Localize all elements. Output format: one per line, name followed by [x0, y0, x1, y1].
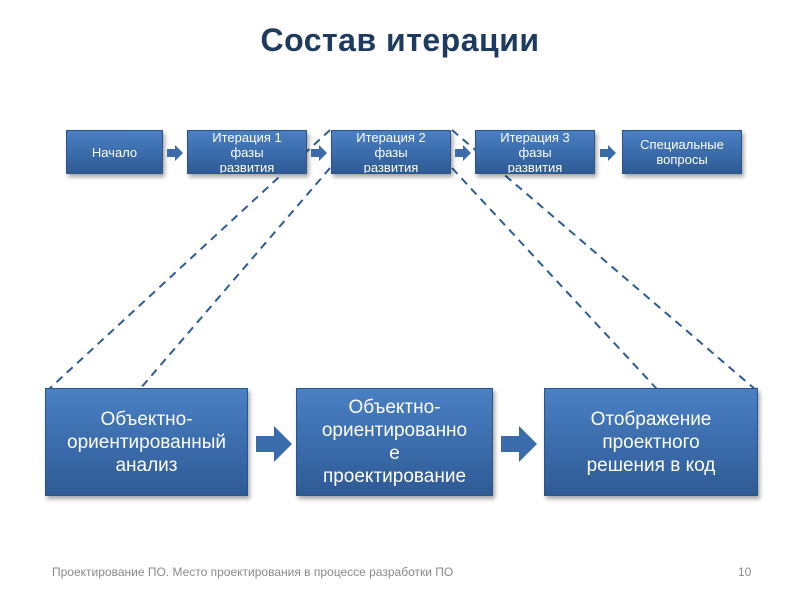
process-box-start-label: Начало [91, 144, 138, 160]
stage-box-oo-analysis[interactable]: Объектно- ориентированный анализ [45, 388, 248, 496]
arrow-right-icon [311, 145, 327, 161]
page-number: 10 [738, 565, 752, 579]
process-box-iteration-2-label: Итерация 2 фазы развития [356, 130, 426, 174]
process-box-iteration-1-label: Итерация 1 фазы развития [212, 130, 282, 174]
process-box-start[interactable]: Начало [66, 130, 163, 174]
stage-box-oo-design[interactable]: Объектно- ориентированно е проектировани… [296, 388, 493, 496]
stage-box-design-to-code-label: Отображение проектного решения в код [586, 408, 716, 476]
process-box-iteration-1[interactable]: Итерация 1 фазы развития [187, 130, 307, 174]
arrow-right-icon [167, 145, 183, 161]
process-box-special-questions-label: Специальные вопросы [640, 137, 724, 167]
arrow-right-icon [600, 145, 616, 161]
stage-box-oo-design-label: Объектно- ориентированно е проектировани… [321, 397, 468, 487]
stage-box-oo-analysis-label: Объектно- ориентированный анализ [67, 408, 226, 476]
process-box-special-questions[interactable]: Специальные вопросы [622, 130, 742, 174]
arrow-right-icon [256, 426, 292, 462]
process-box-iteration-3-label: Итерация 3 фазы развития [500, 130, 570, 174]
arrow-right-icon [455, 145, 471, 161]
footer-text: Проектирование ПО. Место проектирования … [52, 565, 454, 579]
arrow-right-icon [501, 426, 537, 462]
stage-box-design-to-code[interactable]: Отображение проектного решения в код [544, 388, 758, 496]
slide-title: Состав итерации [260, 22, 540, 58]
process-box-iteration-3[interactable]: Итерация 3 фазы развития [475, 130, 595, 174]
process-box-iteration-2[interactable]: Итерация 2 фазы развития [331, 130, 451, 174]
